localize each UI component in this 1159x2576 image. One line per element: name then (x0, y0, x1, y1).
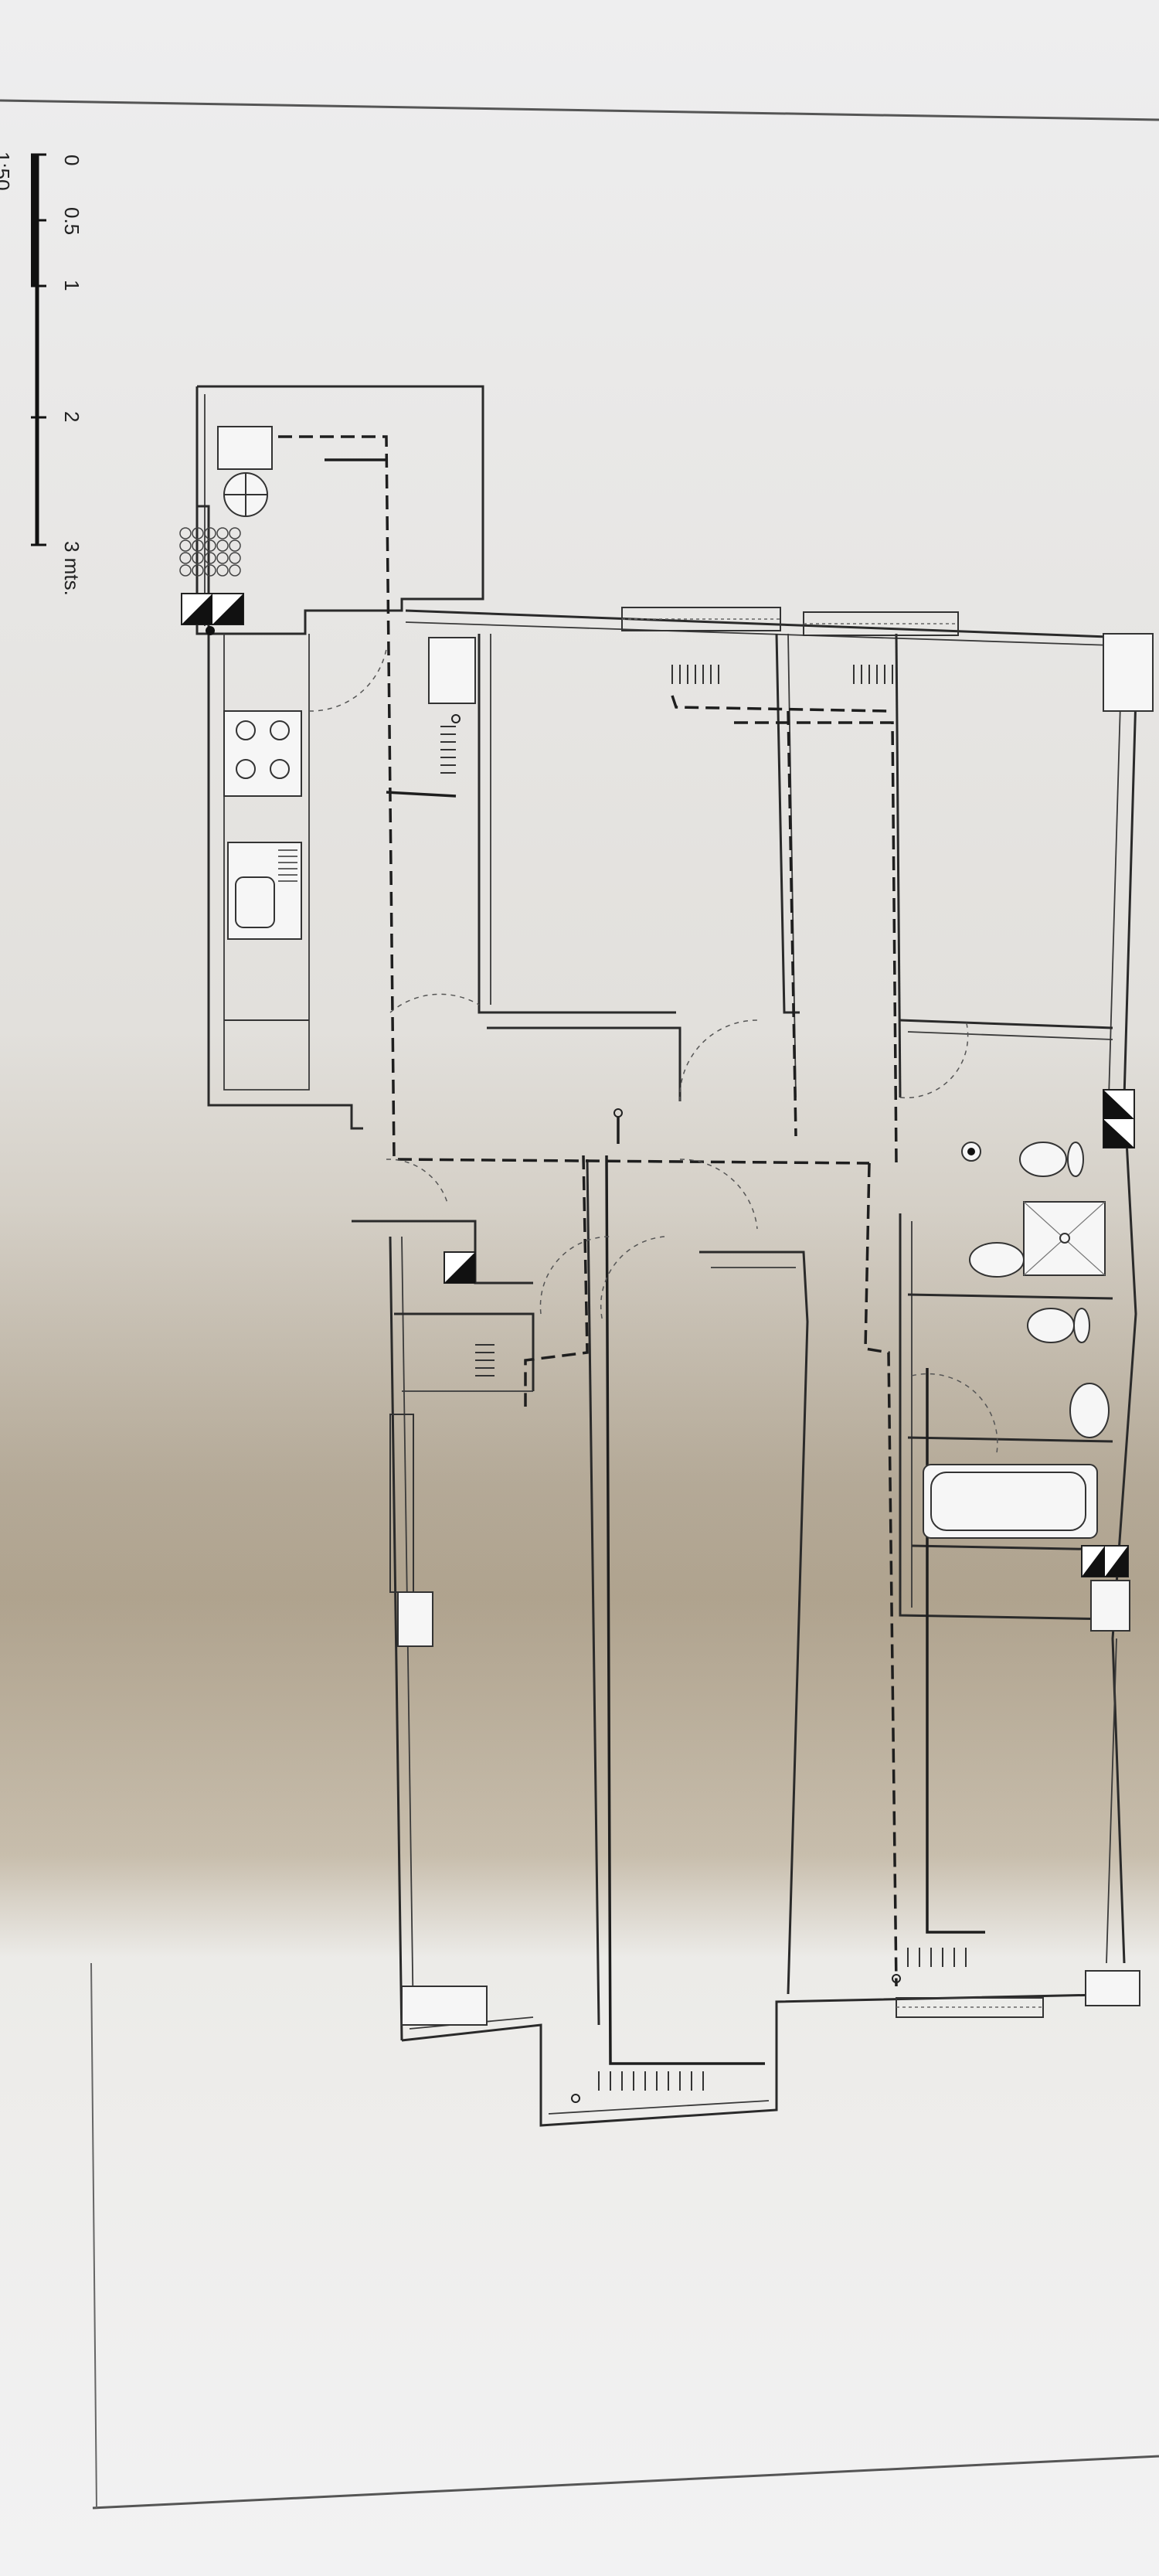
paper-fold-shadow (0, 1206, 1159, 1901)
radiator-3 (853, 665, 893, 684)
radiators (440, 665, 967, 2091)
scale-bar: 0 0.5 1 2 3 mts. 1:50 (0, 151, 83, 596)
sheet-border (0, 99, 1159, 2510)
shaft-1 (181, 593, 244, 635)
bathroom-fixtures (923, 1142, 1110, 1539)
radiator-6 (907, 1948, 967, 1967)
scale-label-3-mts: 3 mts. (60, 541, 83, 596)
installation-lines (278, 435, 985, 2065)
ventilation-shafts (181, 593, 1135, 1577)
windows (389, 607, 1044, 2018)
scale-label-0: 0 (60, 155, 83, 165)
shaft-3 (444, 1251, 476, 1284)
scale-label-2: 2 (60, 411, 83, 422)
pillars (397, 633, 1154, 2026)
boiler-coils (179, 527, 241, 577)
radiator-1 (440, 726, 456, 774)
shaft-2 (1103, 1089, 1135, 1148)
radiator-2 (671, 665, 719, 684)
door-swings (308, 648, 998, 1454)
radiator-4 (475, 1344, 495, 1376)
scale-label-0-5: 0.5 (60, 207, 83, 235)
interior-walls (394, 633, 1113, 2026)
scale-label-1: 1 (60, 280, 83, 291)
kitchen-fixtures (179, 426, 309, 1021)
shaft-4 (1081, 1545, 1129, 1577)
radiator-5 (598, 2071, 704, 2091)
valve-markers (451, 714, 901, 2103)
scale-ratio: 1:50 (0, 151, 14, 191)
